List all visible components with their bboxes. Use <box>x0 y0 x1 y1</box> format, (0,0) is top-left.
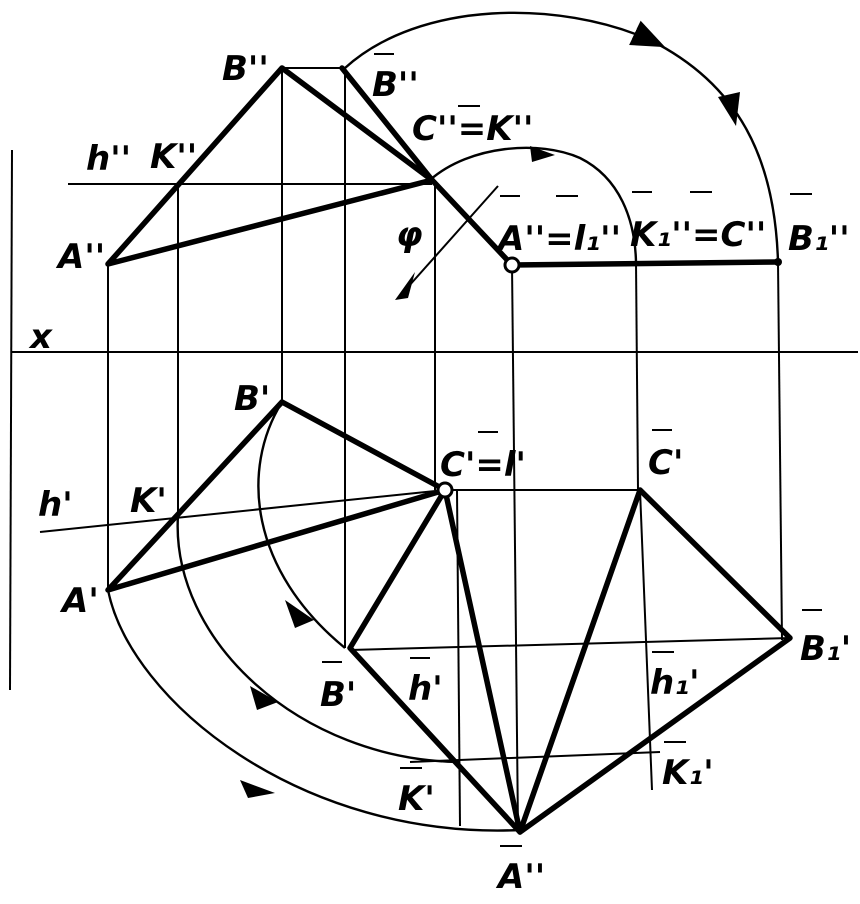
arrow-icon <box>530 146 555 162</box>
labels: B'' B'' h'' K'' C''=K'' A'' φ A''=l₁'' K… <box>28 49 851 897</box>
figures <box>105 65 793 835</box>
triangle-rotated-2 <box>517 487 793 835</box>
label-B1barp: B₁' <box>800 629 851 669</box>
arrow-icon <box>285 600 314 628</box>
label-B2: B'' <box>222 49 269 89</box>
arrow-icon <box>240 780 275 798</box>
label-A1: A' <box>59 581 99 621</box>
link-A2 <box>511 264 519 831</box>
arc-B1 <box>257 401 346 649</box>
h1-line <box>39 489 446 533</box>
arrow-icon <box>250 686 278 710</box>
h1bar-line <box>349 637 791 651</box>
label-C1bar: C' <box>648 443 683 483</box>
label-A2l1: A''=l₁'' <box>495 219 621 259</box>
label-A2bottom: A'' <box>495 857 545 897</box>
label-h1: h' <box>38 485 73 525</box>
triangle-rotated-1 <box>347 487 523 835</box>
triangle-horizontal <box>105 399 448 593</box>
label-x: x <box>28 317 53 357</box>
label-C2K2bar: C''=K'' <box>412 109 533 149</box>
rotated-frontal-line <box>509 259 781 268</box>
arc-arrows <box>240 92 740 798</box>
frontal-edge-Bbar <box>339 65 435 183</box>
link-K1C <box>635 261 639 491</box>
link-B1bar <box>777 261 783 641</box>
triangle-frontal <box>105 65 435 267</box>
label-K2: K'' <box>150 137 197 177</box>
label-Kbarp: K' <box>398 779 435 819</box>
point-B1bar <box>774 258 782 266</box>
label-K1barp: K₁' <box>662 753 714 793</box>
label-phi: φ <box>396 215 423 255</box>
overbars <box>322 53 822 847</box>
label-K1C: K₁''=C'' <box>630 215 766 255</box>
label-B1: B' <box>234 379 270 419</box>
label-hbarp: h' <box>408 669 443 709</box>
margin-line <box>9 149 13 691</box>
point-C1 <box>436 481 454 499</box>
arc-A1 <box>106 589 521 832</box>
label-A2: A'' <box>55 237 105 277</box>
frontal-edge-C-A2 <box>429 177 515 268</box>
label-h1barp: h₁' <box>650 663 700 703</box>
label-B2bar: B'' <box>372 65 419 105</box>
label-h2: h'' <box>86 139 131 179</box>
arrow-icon <box>718 92 740 126</box>
arrow-icon <box>395 272 415 300</box>
arc-C-top <box>429 146 638 263</box>
point-A2 <box>503 256 521 274</box>
label-Bbarp: B' <box>320 675 356 715</box>
phi-line <box>399 185 499 297</box>
label-B1bar: B₁'' <box>788 219 850 259</box>
label-C1l1: C'=l' <box>440 445 526 485</box>
arc-B-top <box>344 11 780 263</box>
label-K1: K' <box>130 481 167 521</box>
points <box>436 256 782 499</box>
